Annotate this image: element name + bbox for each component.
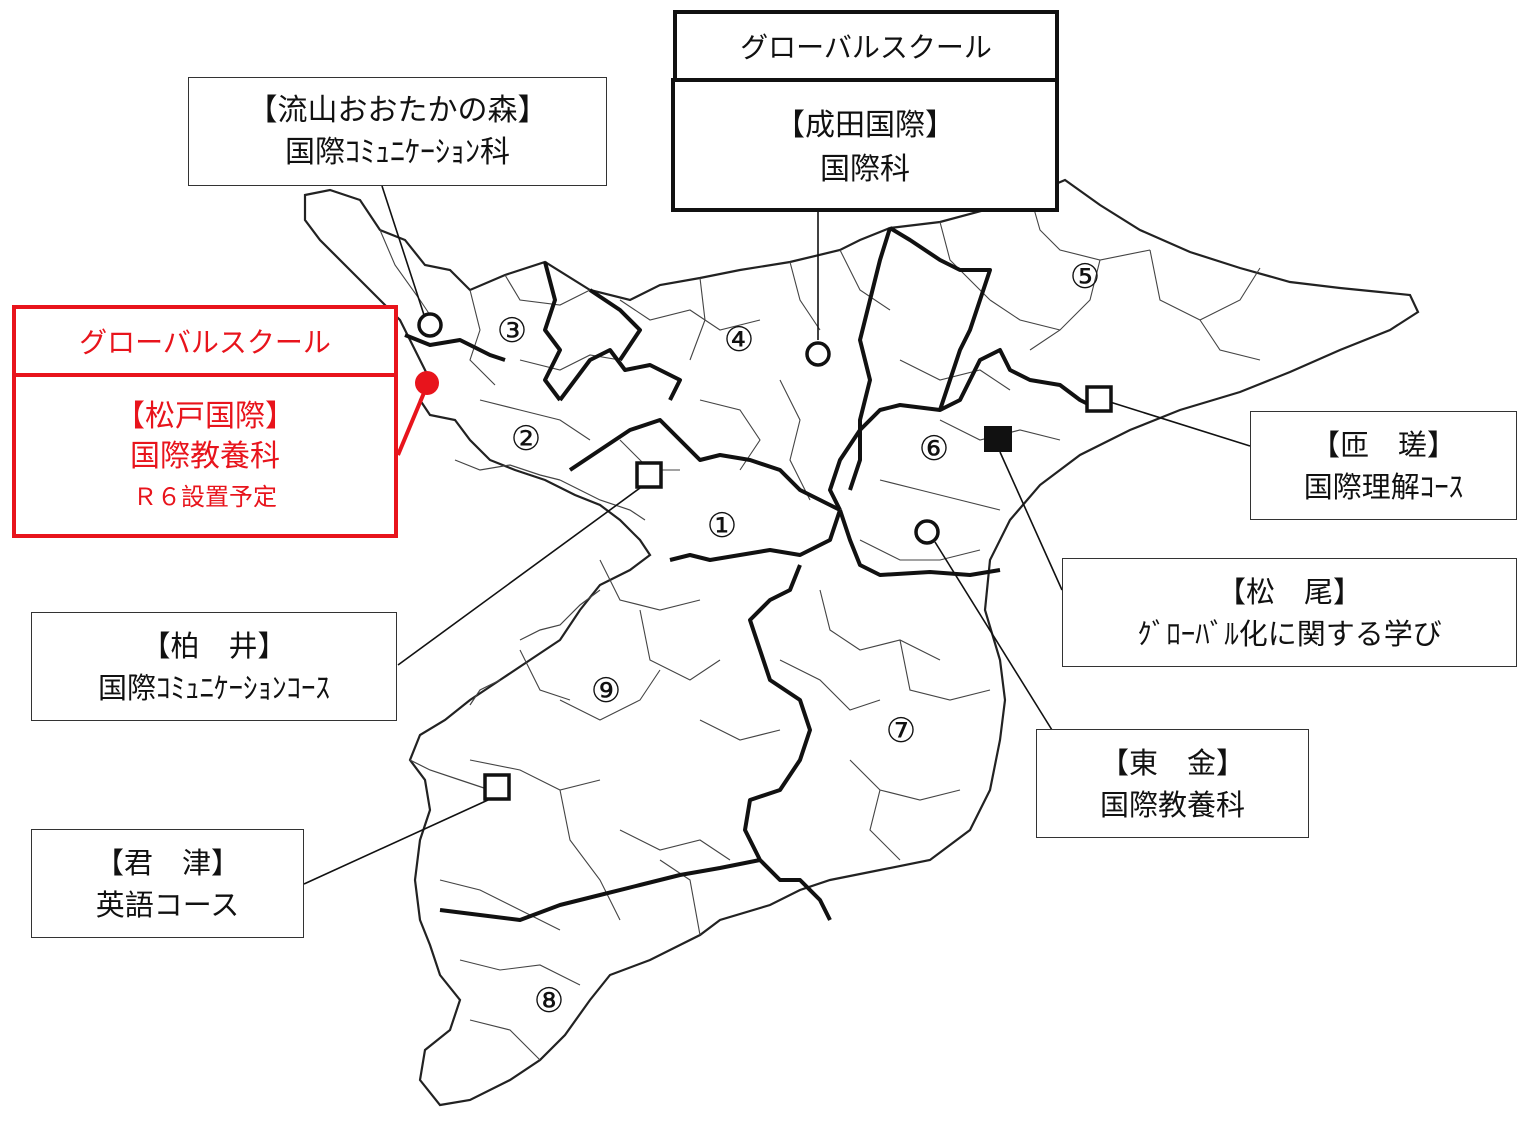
matsudo-global-header: グローバルスクール <box>12 305 398 377</box>
narita-global-header: グローバルスクール <box>673 10 1059 82</box>
marker-kimitsu-square[interactable] <box>483 773 511 801</box>
region-label-3: ③ <box>497 311 527 351</box>
bay-coastline <box>409 459 646 791</box>
region-label-2: ② <box>511 419 541 459</box>
nagareyama-course: 国際ｺﾐｭﾆｹｰｼｮﾝ科 <box>285 135 510 170</box>
leader-kashiwai <box>397 487 641 666</box>
matsudo-name: 【松戸国際】 <box>115 399 295 434</box>
region-label-5: ⑤ <box>1070 257 1100 297</box>
region-label-4: ④ <box>724 320 754 360</box>
leader-nagareyama <box>381 185 426 319</box>
matsudo-global-label: グローバルスクール <box>79 326 331 359</box>
sosa-label-box[interactable]: 【匝 瑳】 国際理解ｺｰｽ <box>1250 411 1517 520</box>
leader-matsuo <box>999 451 1063 591</box>
leader-kimitsu <box>303 799 489 885</box>
kashiwai-name: 【柏 井】 <box>141 629 287 663</box>
municipal-boundaries <box>379 194 1261 1061</box>
region-label-7: ⑦ <box>886 711 916 751</box>
region-label-6: ⑥ <box>919 429 949 469</box>
matsuo-label-box[interactable]: 【松 尾】 ｸﾞﾛｰﾊﾞﾙ化に関する学び <box>1062 558 1517 667</box>
region-label-9: ⑨ <box>591 671 621 711</box>
region-label-1: ① <box>707 506 737 546</box>
sosa-course: 国際理解ｺｰｽ <box>1303 470 1464 504</box>
kashiwai-label-box[interactable]: 【柏 井】 国際ｺﾐｭﾆｹｰｼｮﾝｺｰｽ <box>31 612 397 721</box>
kimitsu-name: 【君 津】 <box>94 846 240 880</box>
togane-label-box[interactable]: 【東 金】 国際教養科 <box>1036 729 1309 838</box>
kimitsu-course: 英語コース <box>95 888 240 922</box>
kashiwai-course: 国際ｺﾐｭﾆｹｰｼｮﾝｺｰｽ <box>97 671 330 705</box>
marker-togane-circle[interactable] <box>914 519 940 545</box>
narita-global-label: グローバルスクール <box>740 31 992 64</box>
region-boundaries <box>404 226 1101 922</box>
marker-nagareyama-circle[interactable] <box>417 312 443 338</box>
marker-kashiwai-square[interactable] <box>635 461 663 489</box>
matsudo-note: Ｒ６設置予定 <box>133 483 277 511</box>
region-label-8: ⑧ <box>534 981 564 1021</box>
matsudo-label-box[interactable]: 【松戸国際】 国際教養科 Ｒ６設置予定 <box>12 373 398 538</box>
matsuo-course: ｸﾞﾛｰﾊﾞﾙ化に関する学び <box>1137 617 1442 651</box>
leader-sosa <box>1109 401 1251 447</box>
marker-narita-circle[interactable] <box>805 341 831 367</box>
togane-name: 【東 金】 <box>1099 746 1245 780</box>
togane-course: 国際教養科 <box>1099 788 1245 822</box>
leader-togane <box>934 541 1053 731</box>
matsudo-course: 国際教養科 <box>130 439 280 474</box>
nagareyama-label-box[interactable]: 【流山おおたかの森】 国際ｺﾐｭﾆｹｰｼｮﾝ科 <box>188 77 607 186</box>
leader-matsudo <box>396 387 428 456</box>
matsuo-name: 【松 尾】 <box>1216 575 1362 609</box>
nagareyama-name: 【流山おおたかの森】 <box>247 93 548 128</box>
marker-matsudo-red-dot[interactable] <box>415 371 439 395</box>
sosa-name: 【匝 瑳】 <box>1310 428 1456 462</box>
marker-matsuo-filled-square[interactable] <box>984 426 1012 452</box>
narita-name: 【成田国際】 <box>775 108 955 143</box>
narita-course: 国際科 <box>820 152 910 187</box>
marker-sosa-square[interactable] <box>1085 385 1113 413</box>
narita-label-box[interactable]: 【成田国際】 国際科 <box>671 78 1059 212</box>
kimitsu-label-box[interactable]: 【君 津】 英語コース <box>31 829 304 938</box>
